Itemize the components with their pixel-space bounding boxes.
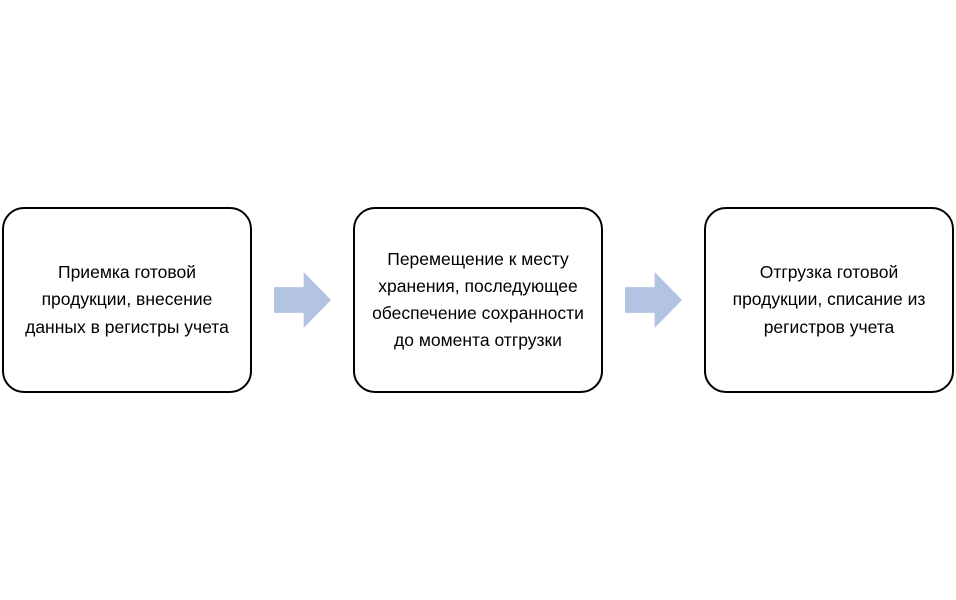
right-arrow-icon bbox=[274, 272, 331, 328]
flow-step-shipment: Отгрузка готовой продукции, списание из … bbox=[704, 207, 954, 393]
right-arrow-icon bbox=[625, 272, 682, 328]
flow-step-storage: Перемещение к месту хранения, последующе… bbox=[353, 207, 603, 393]
flow-step-acceptance: Приемка готовой продукции, внесение данн… bbox=[2, 207, 252, 393]
flow-step-acceptance-label: Приемка готовой продукции, внесение данн… bbox=[25, 262, 229, 337]
flow-step-shipment-label: Отгрузка готовой продукции, списание из … bbox=[732, 262, 926, 337]
flow-step-storage-label: Перемещение к месту хранения, последующе… bbox=[372, 248, 584, 351]
